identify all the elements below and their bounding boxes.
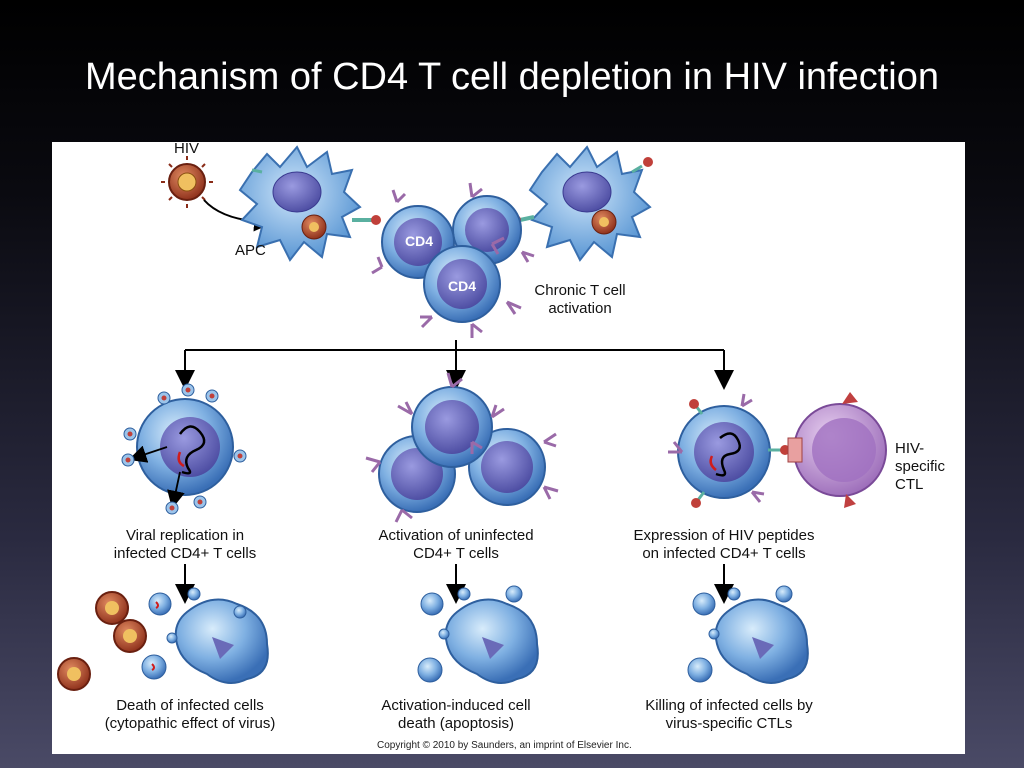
activated-tcells	[365, 372, 559, 523]
copyright-notice: Copyright © 2010 by Saunders, an imprint…	[377, 740, 632, 751]
tcell-cluster-top	[371, 182, 535, 338]
peptide-presenting-tcell	[668, 393, 790, 508]
apc-label: APC	[235, 242, 266, 259]
chronic-activation-label: Chronic T cell activation	[534, 282, 626, 317]
outcome-arrows	[175, 564, 734, 604]
ctl-cell	[787, 392, 887, 508]
ctl-killed-cell	[687, 585, 809, 684]
diagram-figure: HIV APC CD4 CD4 Chronic T cell activatio…	[52, 142, 965, 754]
ctl-label: HIV-specific CTL	[895, 440, 946, 493]
diagram-canvas	[57, 145, 887, 691]
cd4-label-b: CD4	[448, 278, 477, 294]
hiv-label: HIV	[174, 142, 200, 157]
apc-cell-right	[528, 145, 653, 262]
dying-cell-1	[57, 587, 269, 691]
slide-title: Mechanism of CD4 T cell depletion in HIV…	[84, 56, 940, 98]
outcome-label-3: Killing of infected cells by virus-speci…	[645, 697, 813, 732]
mechanism-label-3: Expression of HIV peptides on infected C…	[633, 527, 815, 562]
hiv-virus	[161, 156, 213, 208]
apc-cell-left	[238, 145, 362, 262]
apoptotic-cell	[417, 585, 539, 684]
mechanism-label-2: Activation of uninfected CD4+ T cells	[378, 527, 534, 562]
outcome-label-2: Activation-induced cell death (apoptosis…	[381, 697, 531, 732]
mechanism-label-1: Viral replication in infected CD4+ T cel…	[113, 527, 257, 562]
cd4-label-a: CD4	[405, 233, 434, 249]
infected-tcell	[121, 383, 247, 515]
outcome-label-1: Death of infected cells (cytopathic effe…	[104, 697, 276, 732]
branch-arrows	[175, 340, 734, 390]
